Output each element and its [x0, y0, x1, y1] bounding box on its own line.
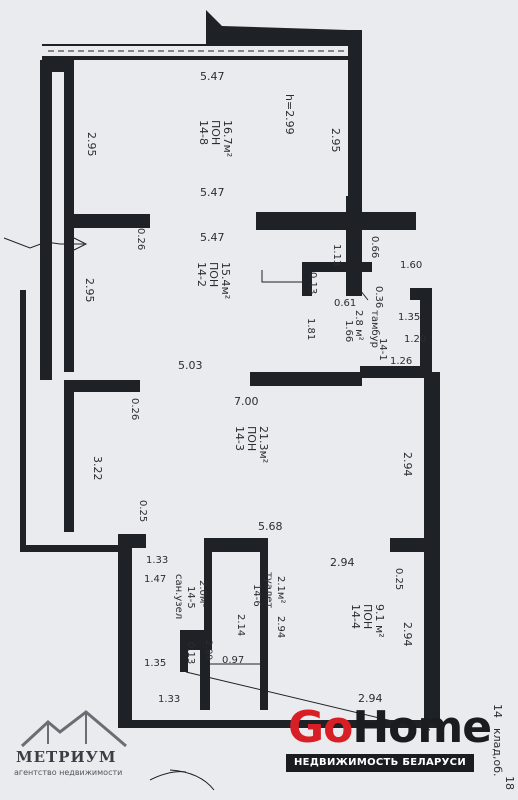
room-area: 9.1 м² [373, 604, 386, 638]
gohome-part2: Home [352, 702, 492, 753]
metrium-logo [20, 710, 127, 748]
room-area: 21.3м² [257, 426, 270, 463]
metrium-name: МЕТРИУМ [16, 748, 117, 766]
dimension-label: 2.95 [83, 278, 96, 303]
room-type: ПОН [361, 604, 374, 629]
room-14-1: 14-1 тамбур 2.8 м² [353, 310, 388, 361]
dimension-label: 1.26 [390, 356, 412, 367]
room-14-5: 14-5 сан.узел 2.0м² [173, 574, 208, 619]
room-labels: 14-8 ПОН 16.7м² 14-2 ПОН 15.4м² 14-3 ПОН… [173, 120, 388, 638]
room-area: 2.8 м² [353, 310, 364, 341]
dimension-label: 1.81 [305, 318, 316, 340]
dimension-label: 2.95 [329, 128, 342, 153]
room-type: сан.узел [173, 574, 184, 619]
dimension-label: 2.94 [401, 622, 414, 647]
dimension-label: 5.47 [200, 70, 225, 83]
room-id: 14-5 [185, 586, 196, 609]
dimension-label: 0.13 [307, 272, 318, 294]
dimension-label: 1.60 [400, 260, 422, 271]
dimension-label: 0.25 [393, 568, 404, 590]
side-note: 14 клад,об. 18 [491, 704, 514, 790]
room-area: 2.1м² [275, 576, 286, 603]
dimension-label: 0.26 [135, 228, 146, 250]
dimension-label: 5.03 [178, 359, 203, 372]
ceiling-height: h=2.99 [283, 94, 296, 135]
room-id: 14-1 [377, 338, 388, 361]
room-type: тамбур [369, 310, 380, 348]
dimension-label: 7.00 [234, 395, 259, 408]
dimension-label: 2.94 [358, 692, 383, 705]
door-arcs [3, 237, 431, 791]
gohome-part1: Go [288, 702, 353, 753]
dimension-label: 0.36 [373, 286, 384, 308]
dimension-label: 3.22 [91, 456, 104, 481]
dimension-label: 5.47 [200, 186, 225, 199]
room-14-2: 14-2 ПОН 15.4м² [195, 262, 232, 299]
room-id: 14-8 [197, 120, 210, 145]
room-area: 16.7м² [221, 120, 234, 157]
gohome-logo: GoHome [288, 702, 492, 753]
dimension-labels: 5.47 2.95 h=2.99 2.95 5.47 0.26 5.47 1.1… [83, 70, 426, 705]
dimension-label: 0.97 [222, 655, 244, 666]
dimension-label: 0.13 [185, 642, 196, 664]
dimension-label: 1.35 [144, 658, 166, 669]
dimension-label: 1.20 [404, 334, 426, 345]
room-14-6: 14-6 туалет 2.1м² [251, 572, 286, 608]
room-id: 14-4 [349, 604, 362, 629]
dimension-label: 2.14 [235, 614, 246, 636]
gohome-tagline: НЕДВИЖИМОСТЬ БЕЛАРУСИ [286, 754, 474, 772]
dimension-label: 5.47 [200, 231, 225, 244]
metrium-tagline: агентство недвижимости [14, 768, 123, 777]
room-14-4: 14-4 ПОН 9.1 м² [349, 604, 386, 638]
dimension-label: 0.61 [334, 298, 356, 309]
dimension-label: 2.99 [203, 640, 213, 660]
room-id: 14-6 [251, 584, 262, 607]
room-id: 14-3 [233, 426, 246, 451]
room-area: 15.4м² [219, 262, 232, 299]
room-area: 2.0м² [197, 580, 208, 607]
dimension-label: 1.66 [343, 320, 354, 342]
dimension-label: 2.94 [330, 556, 355, 569]
room-14-8: 14-8 ПОН 16.7м² [197, 120, 234, 157]
dimension-label: 0.66 [369, 236, 380, 258]
room-type: туалет [263, 572, 274, 608]
dimension-label: 1.33 [158, 694, 180, 705]
dimension-label: 1.35 [398, 312, 420, 323]
room-type: ПОН [245, 426, 258, 451]
walls [20, 10, 440, 728]
dimension-label: 1.47 [144, 574, 166, 585]
room-id: 14-2 [195, 262, 208, 287]
side-note-text: клад,об. [491, 728, 504, 777]
dimension-label: 0.26 [129, 398, 140, 420]
dimension-label: 1.13 [331, 244, 342, 266]
room-type: ПОН [209, 120, 222, 145]
dimension-label: 2.95 [85, 132, 98, 157]
room-type: ПОН [207, 262, 220, 287]
dimension-label: 1.33 [146, 555, 168, 566]
dimension-label: 0.25 [137, 500, 148, 522]
dimension-label: 2.94 [275, 616, 286, 638]
side-note-number: 14 [491, 704, 504, 718]
room-14-3: 14-3 ПОН 21.3м² [233, 426, 270, 463]
side-note-number: 18 [503, 776, 514, 790]
dimension-label: 5.68 [258, 520, 283, 533]
dimension-label: 2.94 [401, 452, 414, 477]
